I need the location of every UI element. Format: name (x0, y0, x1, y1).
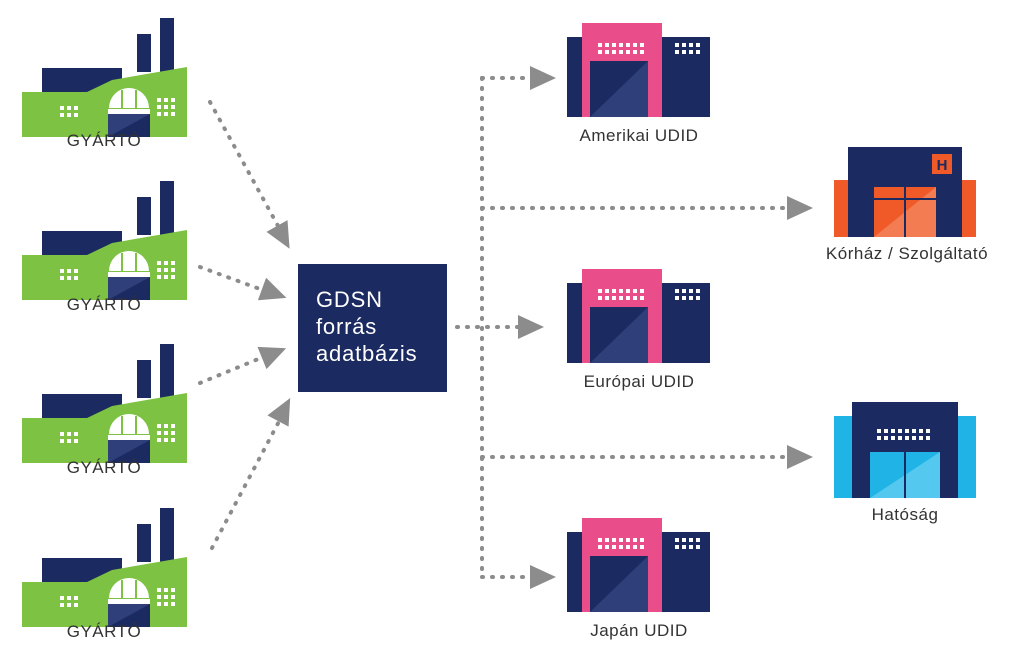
hub-title: GDSN forrás adatbázis (316, 286, 417, 367)
flow-arrow-line (210, 410, 286, 550)
hub-line: GDSN (316, 287, 383, 312)
udid-label-european: Európai UDID (583, 372, 695, 391)
arrow-head (257, 277, 291, 310)
authority-label: Hatóság (871, 505, 939, 524)
flow-arrow-line (208, 100, 285, 237)
office-building-icon-1 (567, 23, 710, 117)
hospital-icon (834, 147, 976, 237)
arrow-head (267, 392, 301, 427)
manufacturer-label: GYÁRTÓ (66, 622, 142, 641)
hospital-label: Kórház / Szolgáltató (825, 244, 989, 263)
hub-line: adatbázis (316, 341, 418, 366)
arrow-head (787, 196, 813, 220)
udid-label-japanese: Japán UDID (590, 621, 688, 640)
office-building-icon-3 (567, 518, 710, 612)
udid-label-american: Amerikai UDID (579, 126, 699, 145)
arrow-head (266, 220, 301, 255)
office-building-icon-2 (567, 269, 710, 363)
arrow-head (518, 315, 544, 339)
flow-arrow-line (198, 353, 270, 385)
gdsn-source-database: GDSN forrás adatbázis (298, 264, 447, 392)
manufacturer-label: GYÁRTÓ (66, 458, 142, 477)
arrow-head (530, 66, 556, 90)
hospital-sign: H (937, 157, 948, 174)
arrow-head (257, 337, 291, 370)
factory-icon-2 (21, 180, 188, 301)
flow-arrow-line (198, 265, 270, 294)
manufacturer-label: GYÁRTÓ (66, 131, 142, 150)
factory-icon-1 (21, 17, 188, 138)
hub-line: forrás (316, 314, 378, 339)
factory-icon-4 (21, 507, 188, 628)
arrow-head (787, 445, 813, 469)
arrow-head (530, 565, 556, 589)
factory-icon-3 (21, 343, 188, 464)
government-building-icon (834, 402, 976, 498)
manufacturer-label: GYÁRTÓ (66, 295, 142, 314)
